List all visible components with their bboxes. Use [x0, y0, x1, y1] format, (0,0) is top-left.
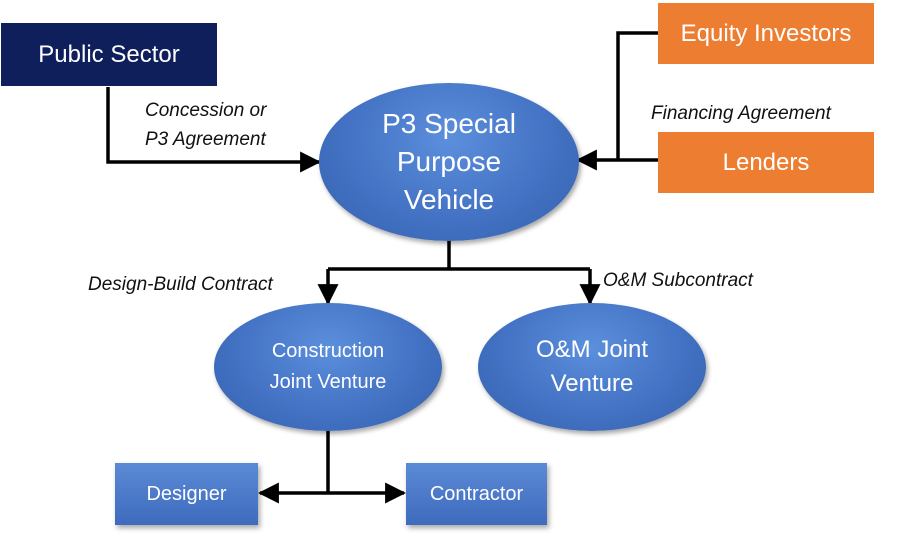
public-sector-box: Public Sector [1, 23, 217, 86]
concession-label-line-1: Concession or [145, 100, 267, 121]
om-jv-label-line-2: Venture [550, 370, 634, 397]
contractor-label: Contractor [429, 482, 524, 505]
spv-label-line-3: Vehicle [403, 184, 495, 215]
designer-label: Designer [146, 482, 227, 505]
lenders-box: Lenders [658, 132, 874, 193]
construction-jv-label-line-1: Construction [271, 340, 385, 362]
construction-jv-ellipse: Construction Joint Venture [214, 303, 442, 431]
om-jv-ellipse: O&M Joint Venture [478, 303, 706, 431]
concession-connector [106, 87, 322, 173]
spv-label-line-1: P3 Special [382, 108, 516, 139]
construction-jv-label-line-2: Joint Venture [269, 371, 387, 393]
design-build-label: Design-Build Contract [88, 274, 273, 295]
spv-label-line-2: Purpose [396, 146, 502, 177]
contractor-box: Contractor [406, 463, 547, 525]
lenders-label: Lenders [722, 148, 810, 176]
om-jv-label-line-1: O&M Joint [535, 336, 649, 363]
public-sector-label: Public Sector [38, 40, 180, 68]
spv-ellipse: P3 Special Purpose Vehicle [319, 83, 579, 241]
designer-box: Designer [115, 463, 258, 525]
om-subcontract-label: O&M Subcontract [603, 270, 753, 291]
concession-label: Concession or P3 Agreement [145, 96, 266, 154]
financing-label: Financing Agreement [651, 103, 831, 124]
equity-investors-box: Equity Investors [658, 3, 874, 64]
equity-investors-label: Equity Investors [680, 19, 852, 47]
equity-connector [616, 31, 658, 160]
concession-label-line-2: P3 Agreement [145, 129, 266, 150]
